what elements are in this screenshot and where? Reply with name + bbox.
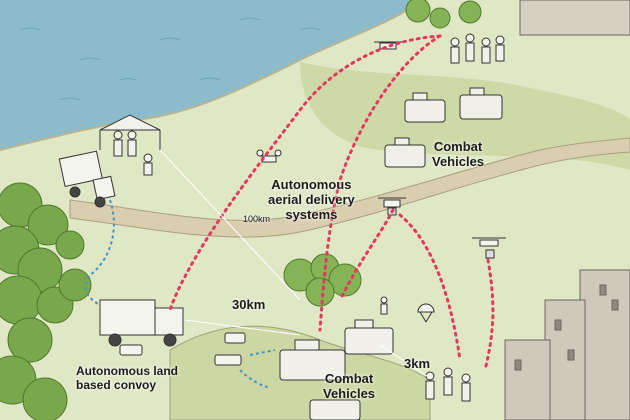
label-line: based convoy	[76, 377, 157, 392]
soldiers-camp	[113, 130, 153, 176]
supply-truck-top	[58, 150, 116, 208]
combat-vehicles-bottom	[279, 319, 394, 420]
soldiers-bottom-right	[380, 296, 471, 402]
line-30km	[184, 319, 301, 336]
convoy-truck	[99, 299, 184, 347]
ground-route-bottom	[249, 349, 276, 356]
line-3km	[379, 344, 431, 379]
flight-path-right-2	[483, 258, 495, 372]
drones	[256, 41, 506, 323]
label-distance-3km: 3km	[404, 356, 431, 371]
ruined-buildings	[504, 269, 630, 420]
ruins-top-right	[519, 0, 630, 36]
parachute-drop	[417, 303, 435, 323]
label-line: Combat	[324, 371, 374, 386]
label-line: Autonomous	[271, 177, 352, 192]
flight-path-upper-arc	[318, 34, 442, 332]
ground-robots	[119, 332, 246, 366]
ground-route-convoy	[84, 199, 115, 306]
tent-camp	[99, 114, 161, 150]
label-line: Vehicles	[432, 153, 485, 169]
trees-top-right	[405, 0, 482, 29]
shoreline	[0, 0, 421, 151]
distance-lines	[159, 149, 431, 379]
flight-path-right-1	[398, 213, 462, 362]
road	[69, 137, 630, 238]
flight-path-delivery	[338, 208, 395, 302]
ground-routes	[84, 199, 276, 389]
label-aerial-delivery-systems: Autonomous aerial delivery systems	[268, 177, 355, 223]
drone-mid	[256, 149, 282, 163]
label-line: Autonomous land	[76, 364, 178, 378]
combat-vehicles-top	[384, 87, 503, 168]
line-100km	[159, 149, 301, 301]
label-combat-vehicles-bottom: Combat Vehicles	[323, 371, 376, 402]
ground-route-bottom-2	[239, 369, 271, 389]
sea	[0, 0, 420, 150]
sea-waves	[19, 17, 321, 101]
aerial-flight-paths	[168, 34, 495, 372]
label-land-convoy: Autonomous land based convoy	[76, 364, 178, 393]
label-line: Combat	[433, 139, 483, 154]
label-distance-100km: 100km	[243, 214, 271, 224]
flight-path-to-camp	[168, 34, 442, 312]
label-line: systems	[285, 206, 338, 222]
label-distance-30km: 30km	[232, 297, 266, 312]
drone-right	[472, 237, 506, 259]
soldiers-top-right	[450, 33, 505, 64]
label-combat-vehicles-top: Combat Vehicles	[432, 139, 485, 170]
label-line: Vehicles	[323, 385, 376, 401]
label-line: aerial delivery	[268, 191, 355, 207]
trees-left	[0, 182, 92, 420]
